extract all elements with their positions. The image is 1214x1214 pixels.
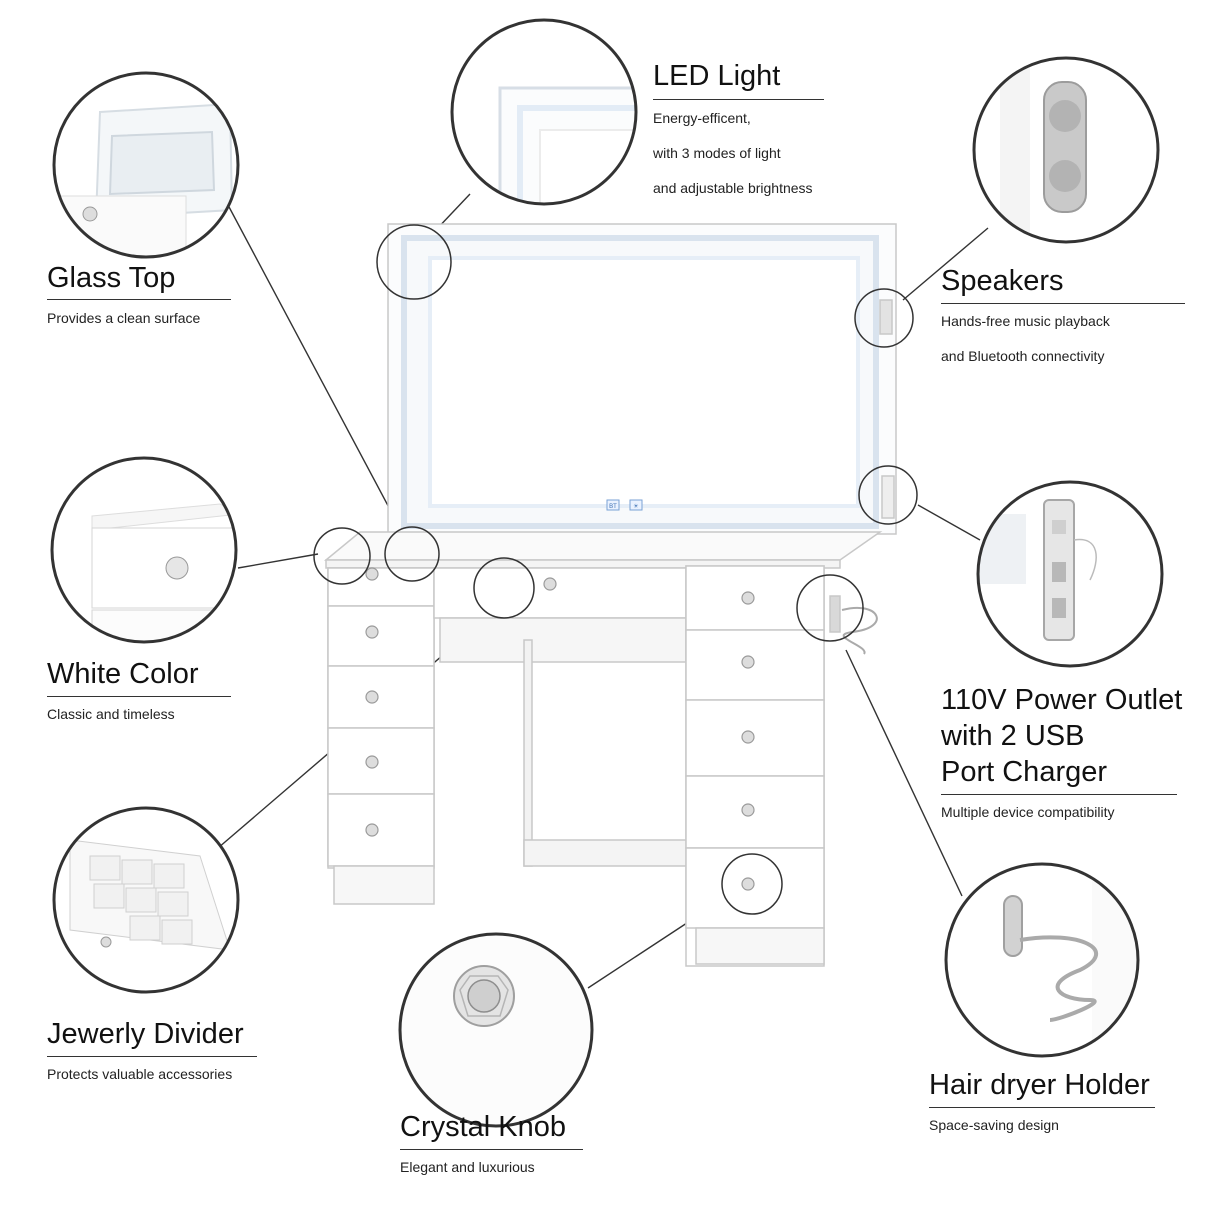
jewelry-divider-detail-image: [52, 806, 240, 994]
glass-top-title: Glass Top: [47, 262, 176, 294]
crystal-knob-title: Crystal Knob: [400, 1111, 567, 1143]
mirror-light-button: ☀: [633, 503, 638, 510]
glass-top-rule: [47, 299, 231, 300]
led-light-rule: [653, 99, 824, 100]
hair-dryer-desc: Space-saving design: [929, 1117, 1059, 1133]
power-outlet-title: 110V Power Outlet with 2 USB Port Charge…: [941, 684, 1183, 788]
jewelry-divider-rule: [47, 1056, 257, 1057]
led-light-desc: Energy-efficent, with 3 modes of light a…: [653, 110, 813, 196]
jewelry-divider-title: Jewerly Divider: [47, 1018, 244, 1050]
hair-dryer-holder-detail-image: [944, 862, 1140, 1058]
drawer-knobs: [365, 567, 755, 891]
highlight-markers: [313, 224, 918, 915]
crystal-knob-rule: [400, 1149, 583, 1150]
power-outlet-rule: [941, 794, 1177, 795]
speakers-title: Speakers: [941, 265, 1064, 297]
power-outlet-desc: Multiple device compatibility: [941, 804, 1115, 820]
power-outlet-detail-image: [976, 480, 1164, 668]
white-color-desc: Classic and timeless: [47, 706, 175, 722]
crystal-knob-detail-image: [398, 932, 594, 1128]
speakers-desc: Hands-free music playback and Bluetooth …: [941, 313, 1110, 364]
led-light-title: LED Light: [653, 60, 781, 92]
glass-top-desc: Provides a clean surface: [47, 310, 201, 326]
white-color-title: White Color: [47, 658, 199, 690]
vanity-table: [323, 223, 897, 967]
speakers-detail-image: [972, 56, 1160, 244]
mirror-bt-button: BT: [609, 504, 617, 510]
hair-dryer-rule: [929, 1107, 1155, 1108]
hair-dryer-title: Hair dryer Holder: [929, 1069, 1150, 1101]
crystal-knob-desc: Elegant and luxurious: [400, 1159, 535, 1175]
white-color-rule: [47, 696, 231, 697]
glass-top-detail-image: [52, 71, 240, 259]
white-color-detail-image: [50, 456, 238, 644]
jewelry-divider-desc: Protects valuable accessories: [47, 1066, 233, 1082]
speakers-rule: [941, 303, 1185, 304]
led-light-detail-image: [450, 18, 638, 206]
